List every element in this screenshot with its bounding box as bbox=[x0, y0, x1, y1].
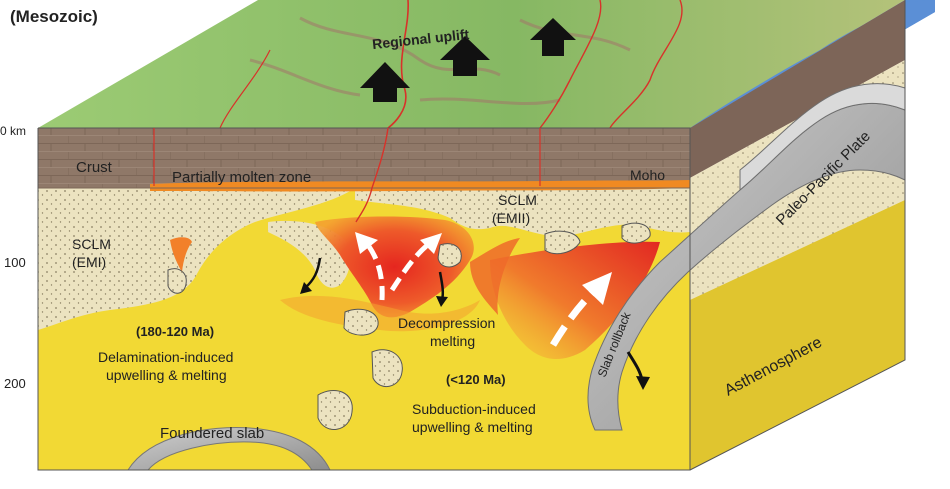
subduction-label-1: Subduction-induced bbox=[412, 401, 536, 417]
decompression-label-1: Decompression bbox=[398, 315, 495, 331]
foundered-slab-label: Foundered slab bbox=[160, 425, 264, 442]
melt-pocket-left bbox=[170, 237, 192, 272]
rollback-arrowhead bbox=[636, 376, 650, 390]
age-young-label: (<120 Ma) bbox=[446, 372, 506, 387]
sclm-emi-label-2: (EMI) bbox=[72, 254, 106, 270]
sinking-arrowhead-left bbox=[300, 282, 312, 294]
depth-tick-100: 100 bbox=[4, 255, 26, 270]
flow-arrows bbox=[300, 18, 650, 390]
upwelling-arrowhead-right bbox=[420, 233, 442, 254]
foundered-block-1-dots bbox=[168, 268, 187, 294]
fault-line-1 bbox=[387, 0, 409, 129]
subduction-label-2: upwelling & melting bbox=[412, 419, 533, 435]
uplift-arrow-1 bbox=[360, 62, 410, 102]
subduction-melt-zone bbox=[490, 241, 660, 360]
upwelling-arrowhead-left bbox=[355, 232, 378, 254]
subduction-upwelling-arrowhead bbox=[582, 272, 612, 305]
uplift-arrow-3 bbox=[530, 18, 576, 56]
delamination-label-1: Delamination-induced bbox=[98, 349, 233, 365]
depth-tick-200: 200 bbox=[4, 376, 26, 391]
delamination-label-2: upwelling & melting bbox=[106, 367, 227, 383]
partially-molten-zone-label: Partially molten zone bbox=[172, 169, 311, 186]
sclm-emii-label-1: SCLM bbox=[498, 192, 537, 208]
sclm-blob-b-dots bbox=[622, 223, 651, 244]
sclm-emi-label-1: SCLM bbox=[72, 236, 111, 252]
side-crust bbox=[690, 0, 905, 178]
subduction-upwelling-arrow bbox=[549, 287, 598, 347]
age-old-label: (180-120 Ma) bbox=[136, 324, 214, 339]
front-crust bbox=[38, 128, 690, 188]
block-outline-side bbox=[689, 0, 906, 471]
fault-line-3 bbox=[609, 0, 683, 129]
foundered-block-2-dots bbox=[344, 309, 379, 336]
decompression-label-2: melting bbox=[430, 333, 475, 349]
sclm-emii-dots bbox=[355, 188, 690, 237]
sinking-arrowhead-mid bbox=[436, 296, 448, 307]
relief-shading bbox=[249, 16, 631, 106]
uplift-arrow-2 bbox=[440, 36, 490, 76]
sclm-blob-c-dots bbox=[438, 243, 462, 267]
moho-label: Moho bbox=[630, 167, 665, 183]
sclm-emi-dots bbox=[38, 188, 355, 330]
melt-halo bbox=[280, 295, 480, 332]
moho-melt-band bbox=[150, 180, 690, 192]
slab-top-face bbox=[739, 83, 906, 192]
depth-zero-label: 0 km bbox=[0, 124, 26, 138]
diagram-title: (Mesozoic) bbox=[10, 7, 98, 26]
sclm-emii-label-2: (EMII) bbox=[492, 210, 530, 226]
fault-line-4 bbox=[219, 49, 271, 129]
sclm-blob-a-dots bbox=[545, 231, 580, 254]
crust-fault-1 bbox=[355, 127, 389, 223]
block-front-face bbox=[37, 0, 906, 471]
fault-line-2 bbox=[539, 0, 602, 129]
foundered-block-3-dots bbox=[372, 349, 403, 387]
melt-wedge bbox=[470, 238, 520, 315]
side-asthenosphere bbox=[690, 200, 905, 470]
crust-label: Crust bbox=[76, 159, 113, 176]
upwelling-arrow-left bbox=[365, 243, 385, 301]
foundered-block-4-dots bbox=[318, 390, 353, 430]
